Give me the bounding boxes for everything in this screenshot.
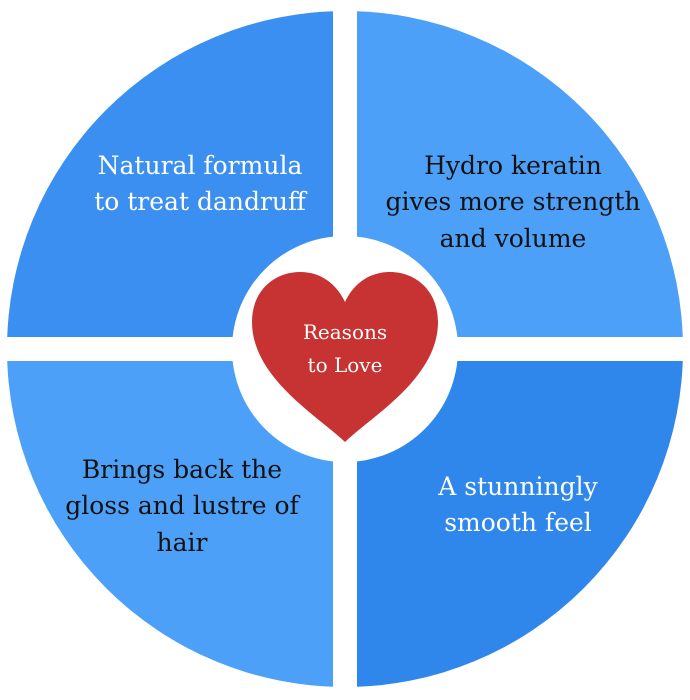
quadrant-top-right-text: Hydro keratin gives more strength and vo… (353, 148, 673, 257)
quadrant-bottom-left-line3: hair (156, 527, 208, 557)
quadrant-top-right-line2: gives more strength (385, 187, 641, 217)
quadrant-top-left-line2: to treat dandruff (94, 187, 306, 217)
quadrant-top-right-line3: and volume (439, 223, 587, 253)
quadrant-top-right (357, 11, 683, 337)
quadrant-bottom-left-line2: gloss and lustre of (65, 491, 299, 521)
center-label: Reasons to Love (280, 316, 410, 382)
quadrant-bottom-right-text: A stunningly smooth feel (358, 469, 678, 542)
center-label-line1: Reasons (302, 320, 388, 344)
quadrant-bottom-left-text: Brings back the gloss and lustre of hair (22, 452, 342, 561)
quadrant-bottom-left (7, 361, 333, 687)
quadrant-top-left-line1: Natural formula (97, 151, 303, 180)
quadrant-top-left-text: Natural formula to treat dandruff (40, 148, 360, 221)
quadrant-bottom-right-line2: smooth feel (444, 508, 592, 538)
quadrant-top-left (7, 11, 333, 337)
center-label-line2: to Love (307, 353, 383, 377)
quadrant-top-right-line1: Hydro keratin (424, 151, 602, 180)
quadrant-bottom-right (357, 361, 683, 687)
quadrant-bottom-right-line1: A stunningly (438, 472, 598, 501)
quadrant-bottom-left-line1: Brings back the (81, 455, 283, 484)
heart-icon (252, 272, 438, 442)
